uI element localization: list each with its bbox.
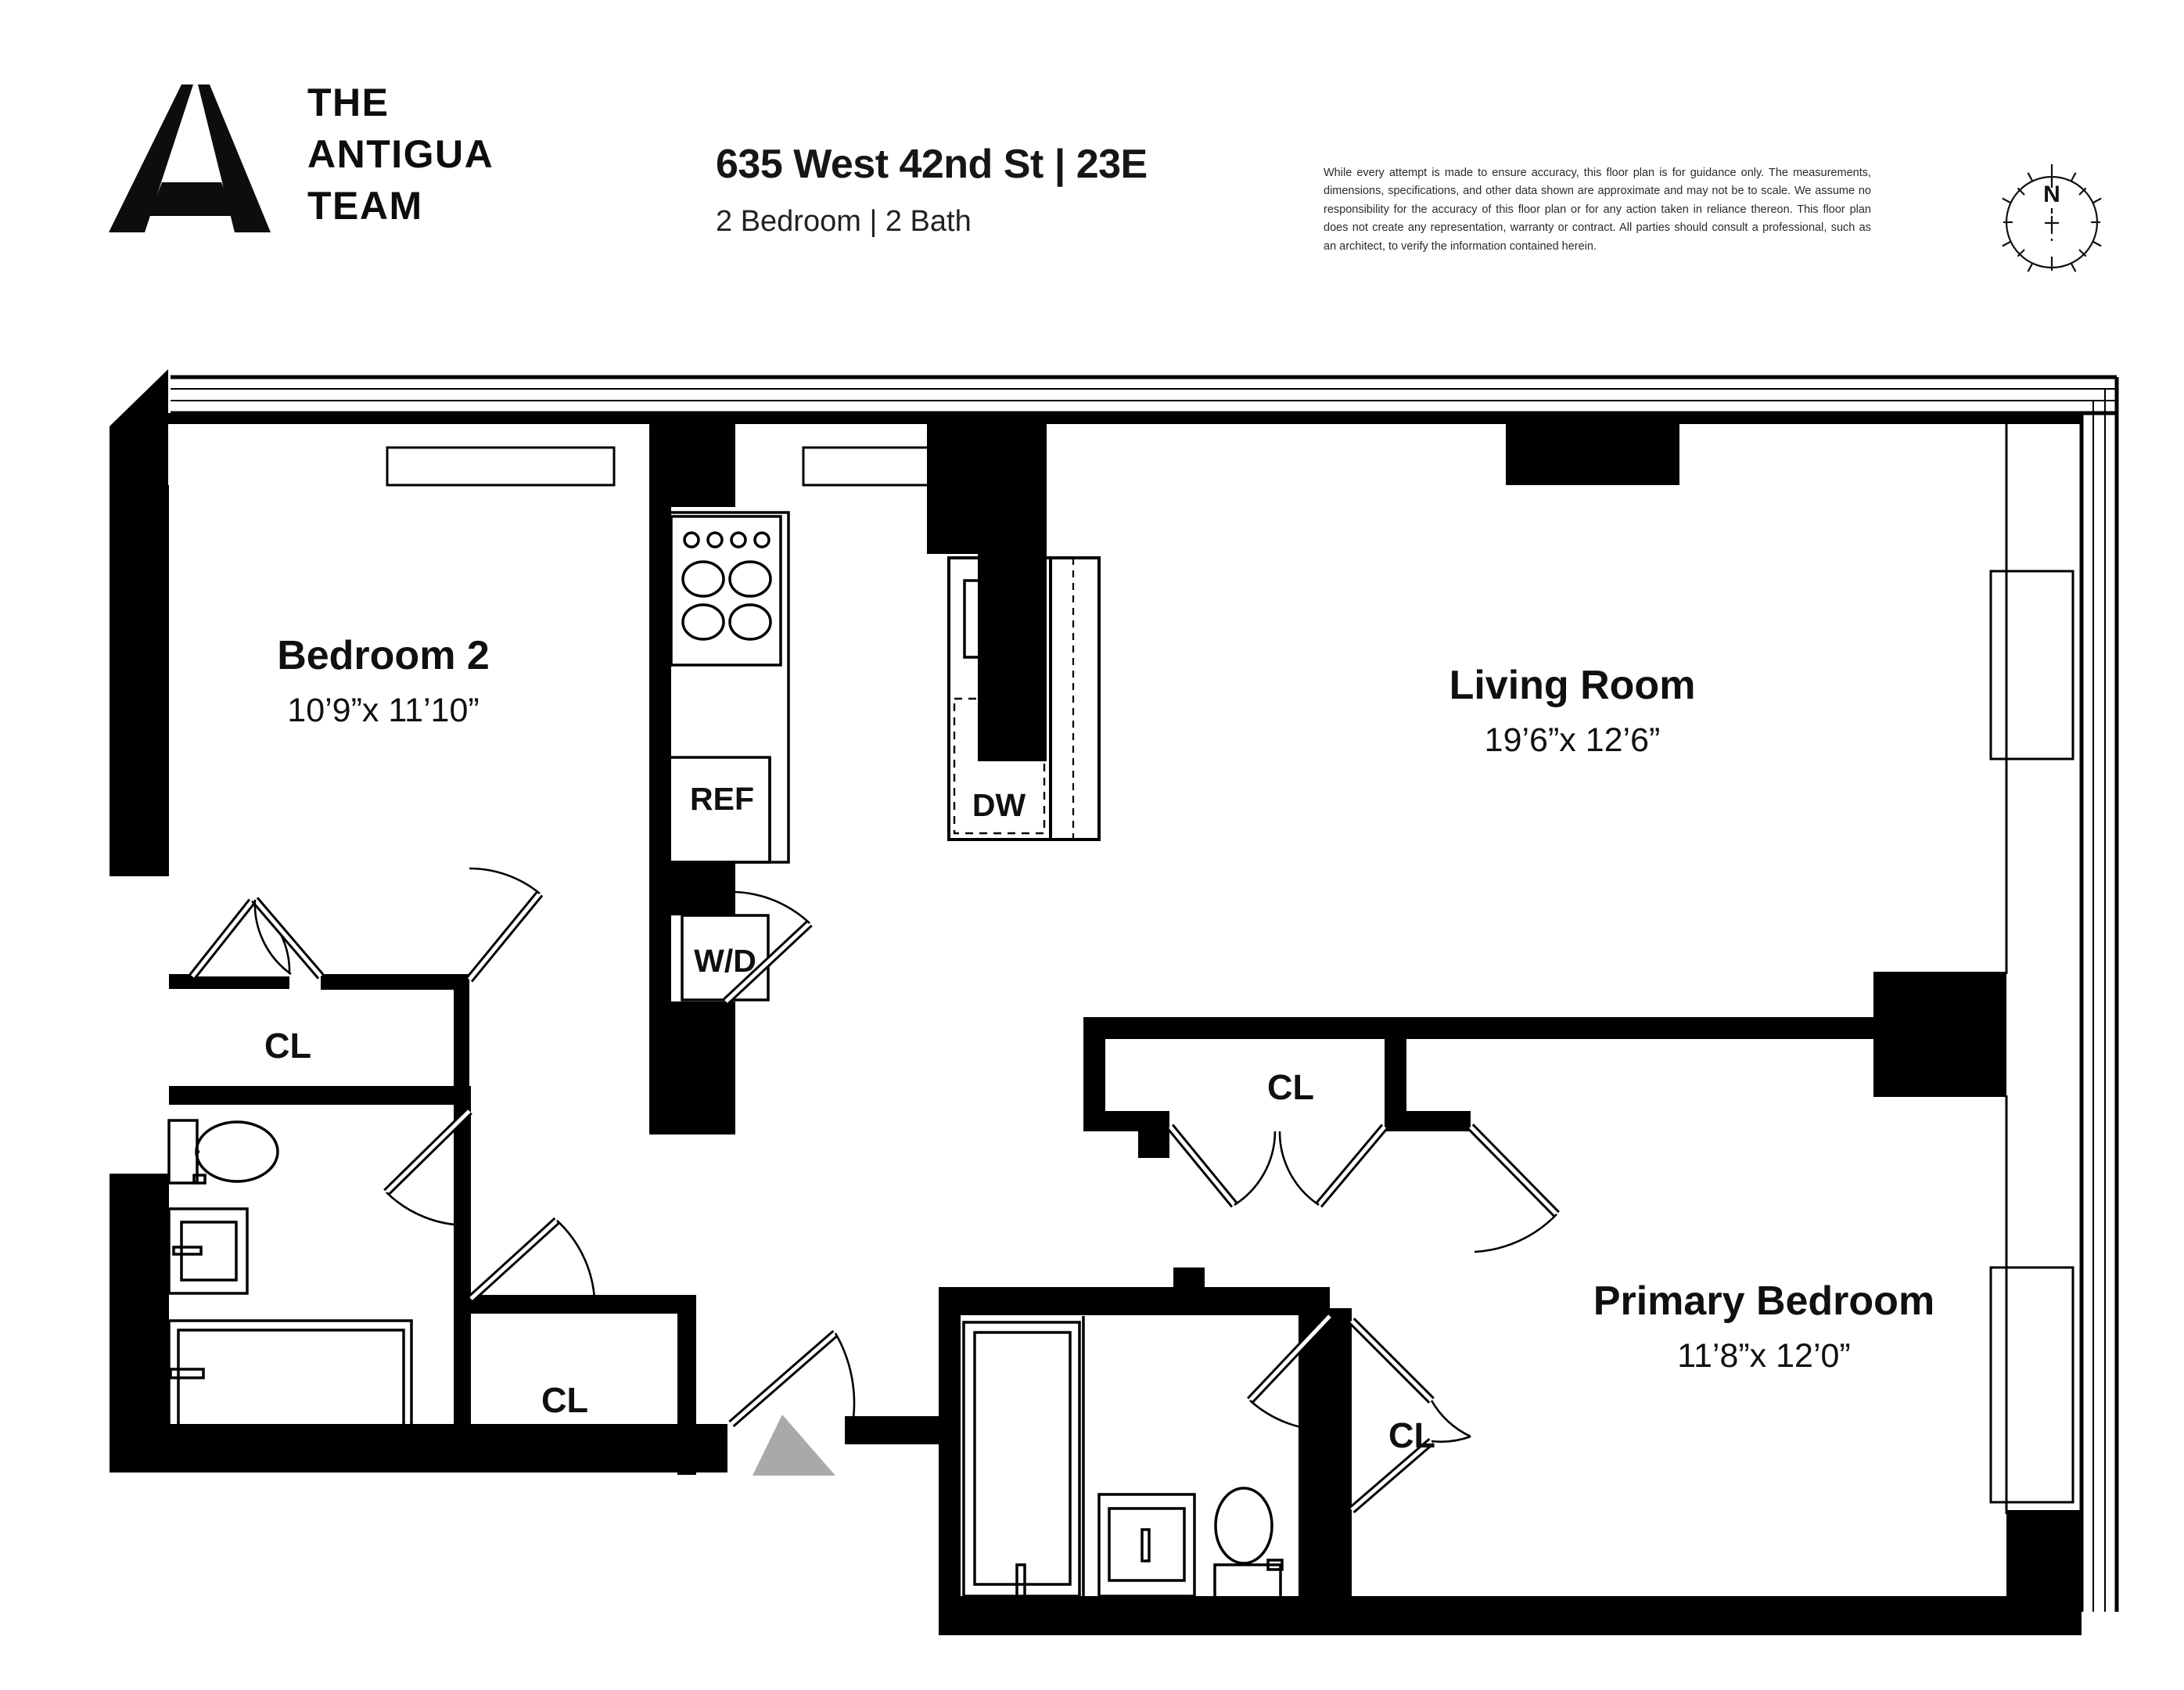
washer-dryer-label: W/D <box>694 943 756 979</box>
dishwasher-icon <box>953 697 1046 835</box>
unit-subtitle: 2 Bedroom | 2 Bath <box>716 205 972 238</box>
room-label-bedroom2: Bedroom 2 <box>277 633 490 678</box>
vanity-basin <box>180 1221 238 1282</box>
bathroom1-fixtures <box>167 1119 413 1451</box>
exterior-glazing-right <box>2079 377 2119 1612</box>
brand-line-2: ANTIGUA <box>307 132 494 176</box>
closet-label-primary: CL <box>1388 1415 1435 1455</box>
vanity-faucet <box>172 1246 203 1256</box>
door-bathroom2 <box>1247 1313 1333 1432</box>
closet-label-hall: CL <box>541 1380 588 1420</box>
closet-label-bedroom2: CL <box>264 1026 311 1066</box>
dishwasher-label: DW <box>972 787 1026 823</box>
unit-address: 635 West 42nd St | 23E <box>716 142 1148 187</box>
door-primary-closet-lower <box>1349 1435 1471 1514</box>
room-label-primary-bedroom: Primary Bedroom <box>1593 1278 1934 1324</box>
exterior-glazing-top <box>171 375 2117 415</box>
door-bedroom2 <box>465 867 544 983</box>
door-lr-closet-left <box>1166 1124 1277 1208</box>
title-block: 635 West 42nd St | 23E 2 Bedroom | 2 Bat… <box>716 141 1148 239</box>
room-dims-primary-bedroom: 11’8”x 12’0” <box>1677 1337 1851 1375</box>
bathtub <box>167 1319 413 1451</box>
toilet2-tank <box>1213 1563 1282 1599</box>
sheet-header: THE ANTIGUA TEAM 635 West 42nd St | 23E … <box>0 0 2184 329</box>
radiator-kitchen <box>802 446 954 487</box>
range-cooktop-icon <box>670 515 782 667</box>
brand-wordmark: THE ANTIGUA TEAM <box>307 77 494 232</box>
kitchen-counter-left <box>668 511 790 864</box>
radiator-primary-east <box>1989 1266 2074 1504</box>
compass-rose-icon: N <box>2002 164 2102 272</box>
room-label-living-room: Living Room <box>1449 663 1696 708</box>
triangle-a-logo <box>109 84 271 232</box>
bathtub-faucet <box>169 1368 205 1379</box>
door-laundry <box>723 890 813 1005</box>
interior-thin-lines <box>386 424 2074 1514</box>
shower-drain <box>1015 1563 1026 1599</box>
door-closet1-left <box>189 898 291 980</box>
refrigerator-label: REF <box>690 781 754 817</box>
brand-line-3: TEAM <box>307 184 423 228</box>
room-dims-living-room: 19’6”x 12’6” <box>1485 721 1661 759</box>
kitchen-counter-right <box>947 556 1101 841</box>
brand-block: THE ANTIGUA TEAM <box>106 78 591 243</box>
vanity2-faucet <box>1140 1528 1151 1562</box>
door-primary-bedroom <box>1467 1124 1560 1253</box>
disclaimer-text: While every attempt is made to ensure ac… <box>1324 167 1871 253</box>
toilet-tank <box>167 1119 199 1185</box>
door-entry <box>728 1329 856 1428</box>
vanity2-basin <box>1108 1507 1186 1582</box>
kitchen-sink-icon <box>963 579 1033 659</box>
door-primary-closet-upper <box>1349 1318 1471 1438</box>
door-swings <box>189 867 1560 1514</box>
shower-enclosure <box>962 1321 1081 1598</box>
radiator-living-east <box>1989 570 2074 760</box>
toilet-bowl <box>195 1120 279 1183</box>
closet-label-living-room: CL <box>1267 1067 1314 1107</box>
structural-walls <box>110 369 2082 1635</box>
toilet2-bowl <box>1214 1487 1273 1565</box>
door-closet1-right <box>251 897 325 980</box>
vanity-counter <box>167 1207 249 1295</box>
door-hall-closet <box>468 1217 596 1303</box>
compass-north-label: N <box>2043 182 2060 207</box>
door-bathroom1 <box>383 1108 472 1227</box>
room-dims-bedroom2: 10’9”x 11’10” <box>287 692 479 729</box>
brand-line-1: THE <box>307 81 390 124</box>
door-lr-closet-right <box>1278 1124 1388 1208</box>
radiator-bedroom2 <box>386 446 616 487</box>
bathroom2-fixtures <box>962 1316 1284 1599</box>
entry-arrow-icon <box>753 1415 835 1476</box>
vanity2-counter <box>1097 1493 1196 1598</box>
